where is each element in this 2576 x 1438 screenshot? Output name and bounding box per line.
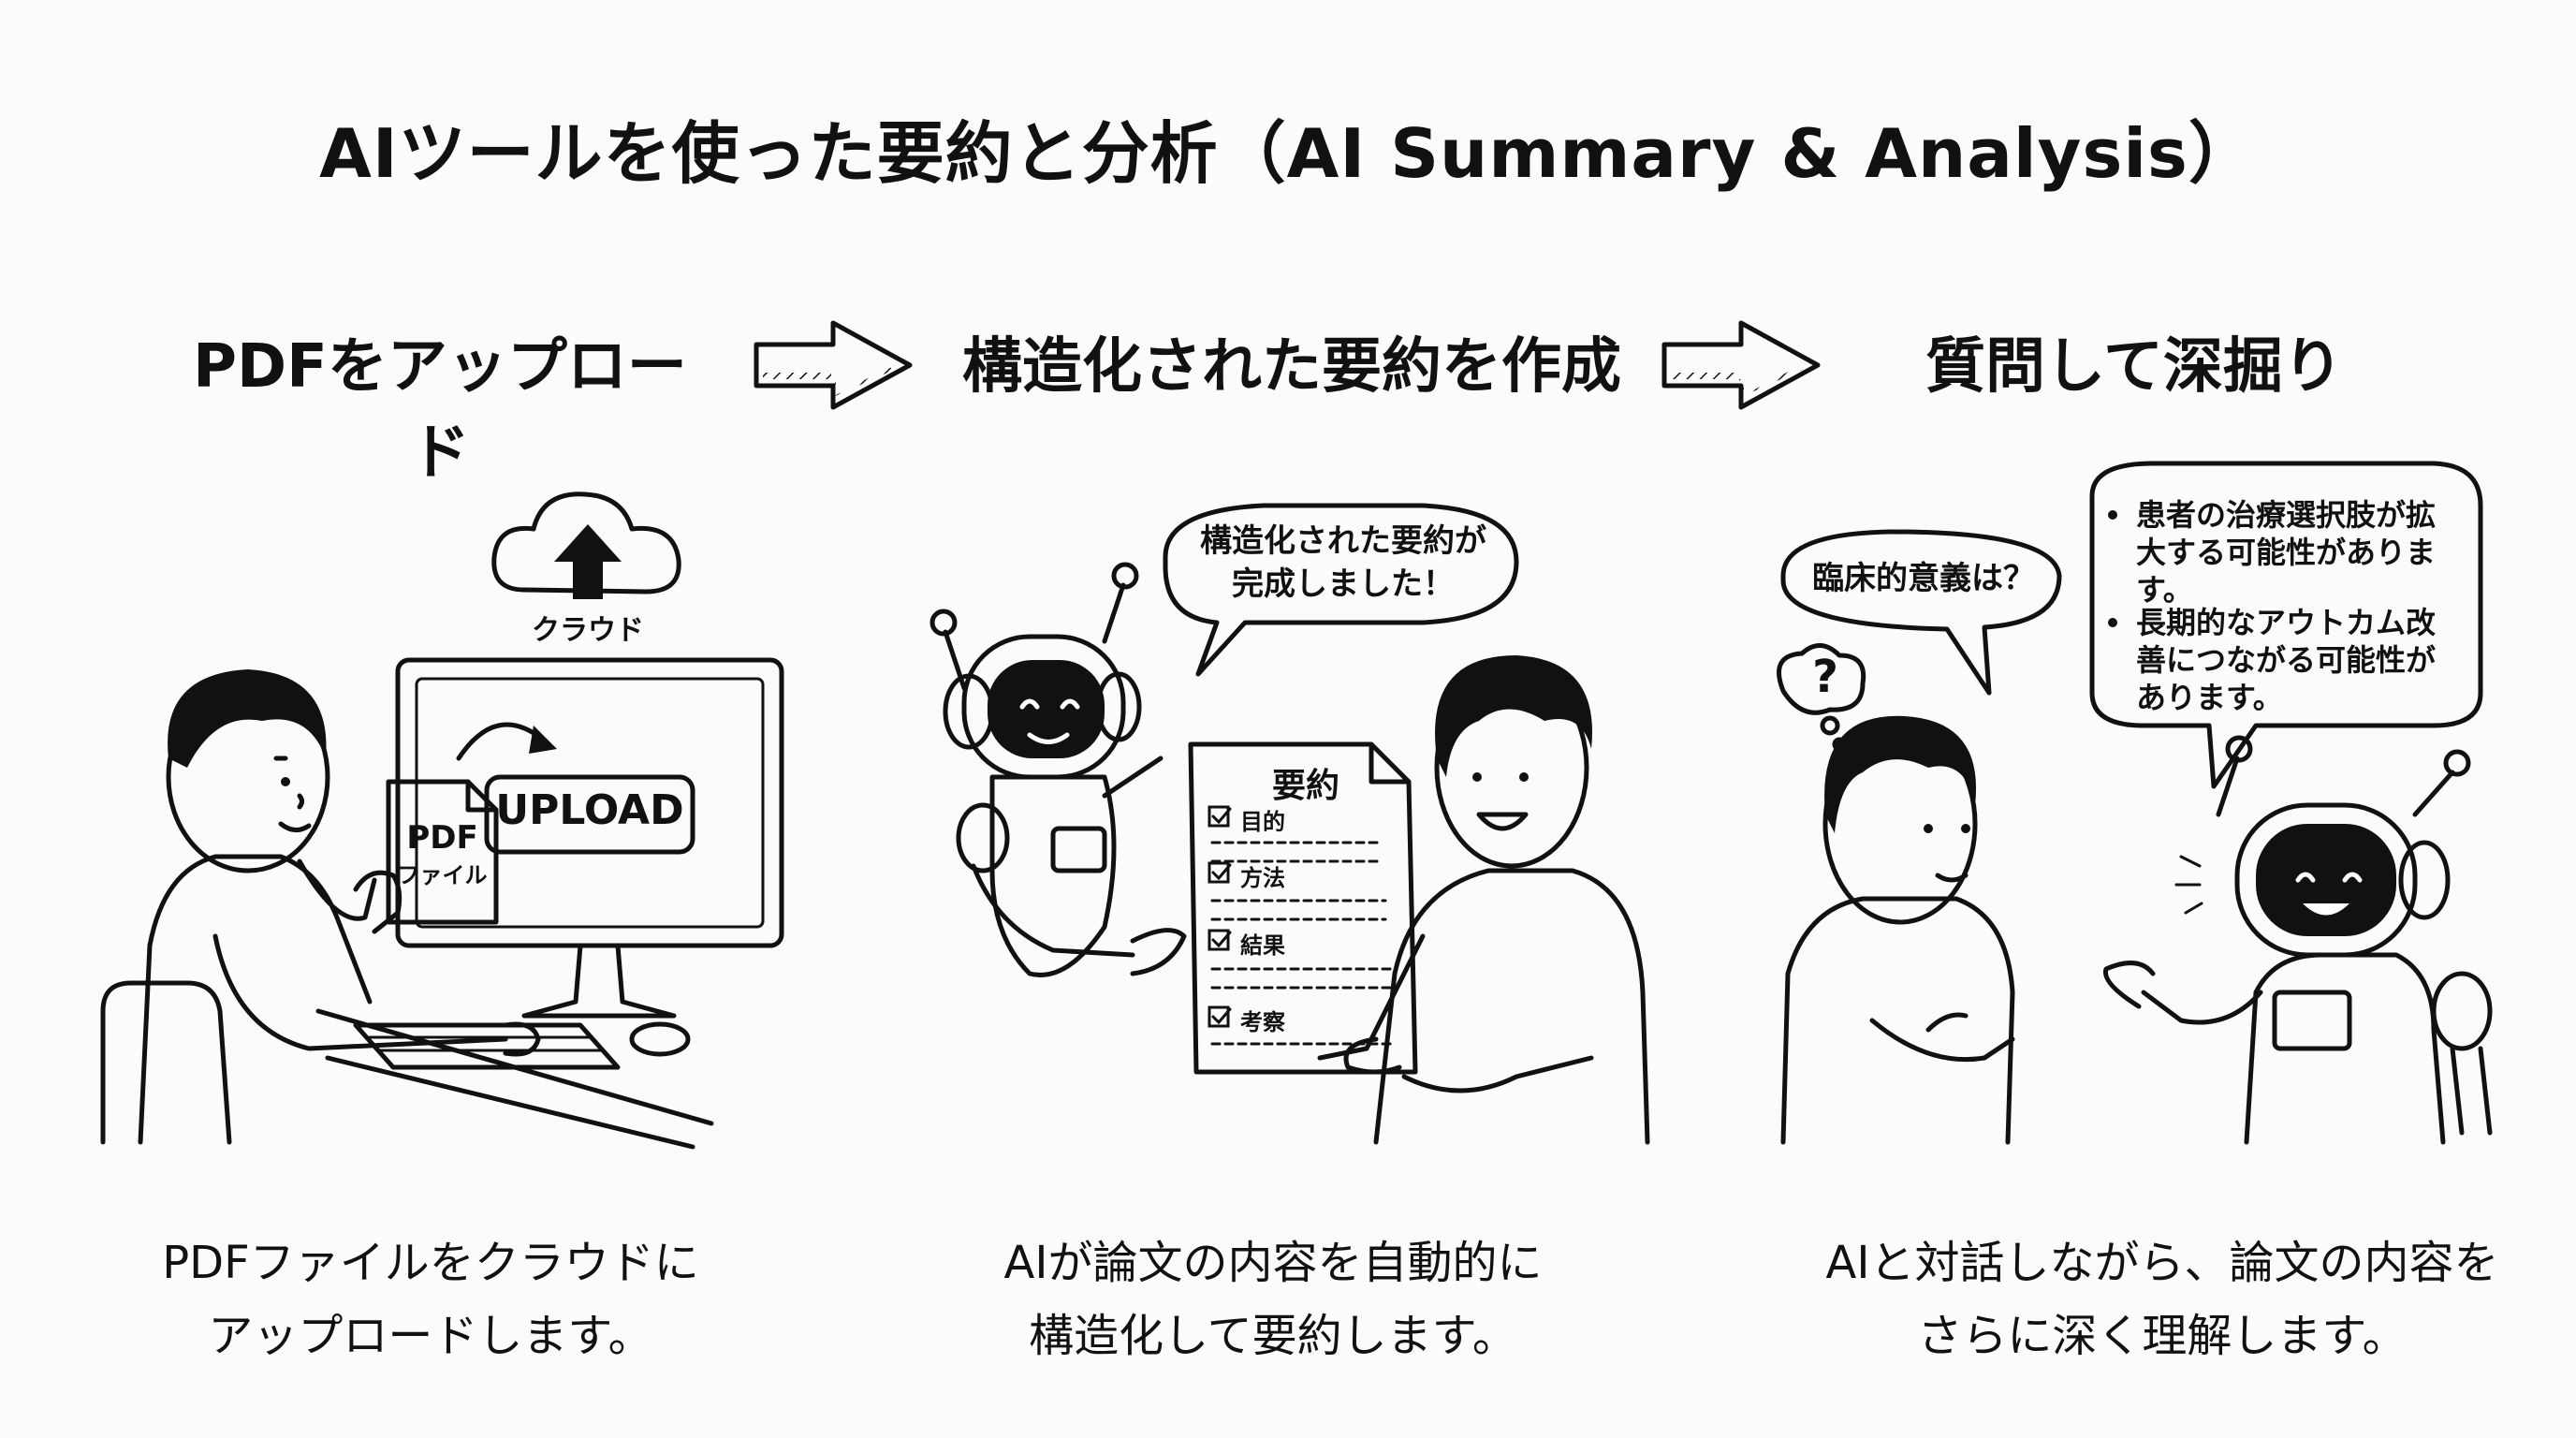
answer-line: 善につながる可能性が [2136, 642, 2437, 678]
caption-line: PDFファイルをクラウドに [162, 1237, 699, 1289]
answer-line: 長期的なアウトカム改 [2136, 605, 2437, 640]
checklist [1208, 805, 1397, 1046]
caption-line: AIが論文の内容を自動的に [1003, 1237, 1543, 1289]
answer-item: 患者の治療選択肢が拡 大する可能性がありま す。 [2136, 496, 2473, 609]
step-1-caption: PDFファイルをクラウドに アップロードします。 [94, 1226, 768, 1372]
upload-scene [100, 492, 784, 1150]
caption-line: さらに深く理解します。 [1917, 1310, 2408, 1362]
summary-scene [929, 503, 1650, 1145]
step-2-caption: AIが論文の内容を自動的に 構造化して要約します。 [945, 1226, 1601, 1372]
step-3-caption: AIと対話しながら、論文の内容を さらに深く理解します。 [1778, 1226, 2546, 1372]
cloud-label: クラウド [532, 614, 644, 647]
arrow-right-icon [754, 320, 913, 410]
summary-doc-title: 要約 [1271, 767, 1339, 805]
caption-line: AIと対話しながら、論文の内容を [1825, 1237, 2499, 1289]
pdf-file-label: PDF [406, 819, 478, 857]
bubble-line: 構造化された要約が [1200, 522, 1486, 560]
answer-line: す。 [2136, 572, 2193, 608]
answer-line: あります。 [2136, 680, 2283, 715]
bubble-line: 完成しました！ [1232, 565, 1455, 603]
doc-item: 方法 [1240, 865, 1285, 891]
doc-item: 結果 [1240, 932, 1285, 959]
question-bubble: 臨床的意義は？ [1812, 560, 2035, 597]
answer-line: 大する可能性がありま [2136, 535, 2437, 570]
answer-line: 患者の治療選択肢が拡 [2136, 497, 2437, 533]
caption-line: アップロードします。 [208, 1310, 653, 1362]
page-title: AIツールを使った要約と分析（AI Summary & Analysis） [319, 114, 2257, 193]
question-scene [1777, 461, 2493, 1145]
step-3-heading: 質問して深掘り [1925, 332, 2344, 402]
step-1-heading: PDFをアップロード [193, 332, 687, 488]
arrow-right-icon [1661, 320, 1821, 410]
answer-item: 長期的なアウトカム改 善につながる可能性が あります。 [2136, 604, 2473, 716]
pdf-file-sublabel: ファイル [397, 862, 488, 888]
step-2-heading: 構造化された要約を作成 [962, 332, 1621, 402]
caption-line: 構造化して要約します。 [1029, 1310, 1517, 1362]
question-mark-icon: ? [1812, 651, 1838, 703]
doc-item: 目的 [1240, 809, 1285, 835]
robot-speech-bubble: 構造化された要約が 完成しました！ [1170, 520, 1516, 606]
cloud-upload-icon [491, 492, 681, 599]
upload-button-label: UPLOAD [495, 786, 684, 834]
doc-item: 考察 [1240, 1009, 1285, 1035]
